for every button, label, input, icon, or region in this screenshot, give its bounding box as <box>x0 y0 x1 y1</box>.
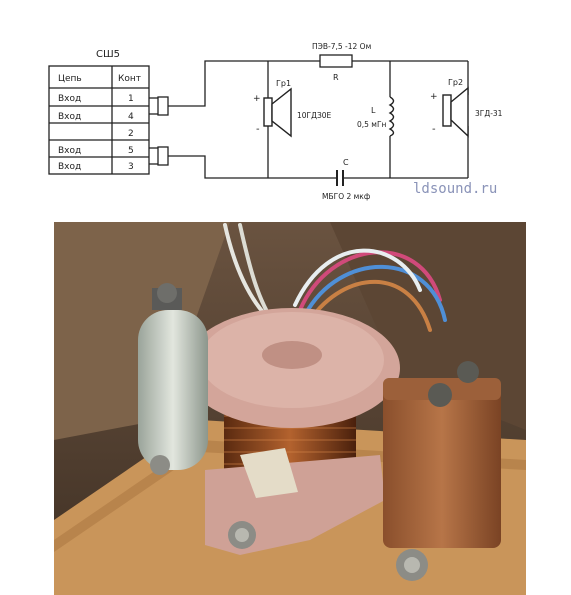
table-cell-circuit-1: Вход <box>58 94 81 104</box>
inductor-value: 0,5 мГн <box>357 120 387 129</box>
capacitor-ref: C <box>343 158 349 167</box>
speaker-1-minus: - <box>256 124 260 135</box>
inductor-ref: L <box>371 106 376 115</box>
table-cell-contact-5: 3 <box>128 162 134 172</box>
resistor-ref: R <box>333 73 339 82</box>
table-cell-contact-3: 2 <box>128 129 134 139</box>
table-cell-contact-4: 5 <box>128 146 134 156</box>
connector-label: СШ5 <box>96 49 120 60</box>
speaker-2-plus: + <box>430 92 438 102</box>
table-cell-contact-1: 1 <box>128 94 134 104</box>
crossover-schematic: СШ5 Цепь Конт Вход 1 Вход 4 2 Вход 5 Вхо… <box>48 42 503 201</box>
circuit-wires <box>168 60 469 179</box>
table-cell-circuit-2: Вход <box>58 112 81 122</box>
speaker-2-symbol <box>442 86 469 138</box>
table-cell-contact-2: 4 <box>128 112 134 122</box>
capacitor-label: МБГО 2 мкф <box>322 192 370 201</box>
capacitor-symbol <box>336 170 344 186</box>
speaker-1-model: 10ГДЗ0Е <box>297 111 332 120</box>
watermark-text: ldsound.ru <box>413 181 497 197</box>
resistor-body <box>138 310 208 470</box>
capacitor-body <box>383 378 501 548</box>
speaker-2-ref: Гр2 <box>448 78 463 87</box>
resistor-symbol <box>319 54 353 68</box>
speaker-1-ref: Гр1 <box>276 79 291 88</box>
table-cell-circuit-4: Вход <box>58 146 81 156</box>
speaker-1-symbol <box>263 87 292 138</box>
base-bolts <box>150 455 428 581</box>
table-cell-circuit-5: Вход <box>58 162 81 172</box>
speaker-2-minus: - <box>432 124 436 135</box>
speaker-1-plus: + <box>253 94 261 104</box>
resistor-label: ПЭВ-7,5 -12 Ом <box>312 42 371 51</box>
table-header-circuit: Цепь <box>58 74 82 84</box>
table-header-contact: Конт <box>118 74 141 84</box>
speaker-2-model: 3ГД-31 <box>475 109 503 118</box>
inductor-symbol <box>388 96 395 137</box>
connector-table <box>48 65 150 175</box>
